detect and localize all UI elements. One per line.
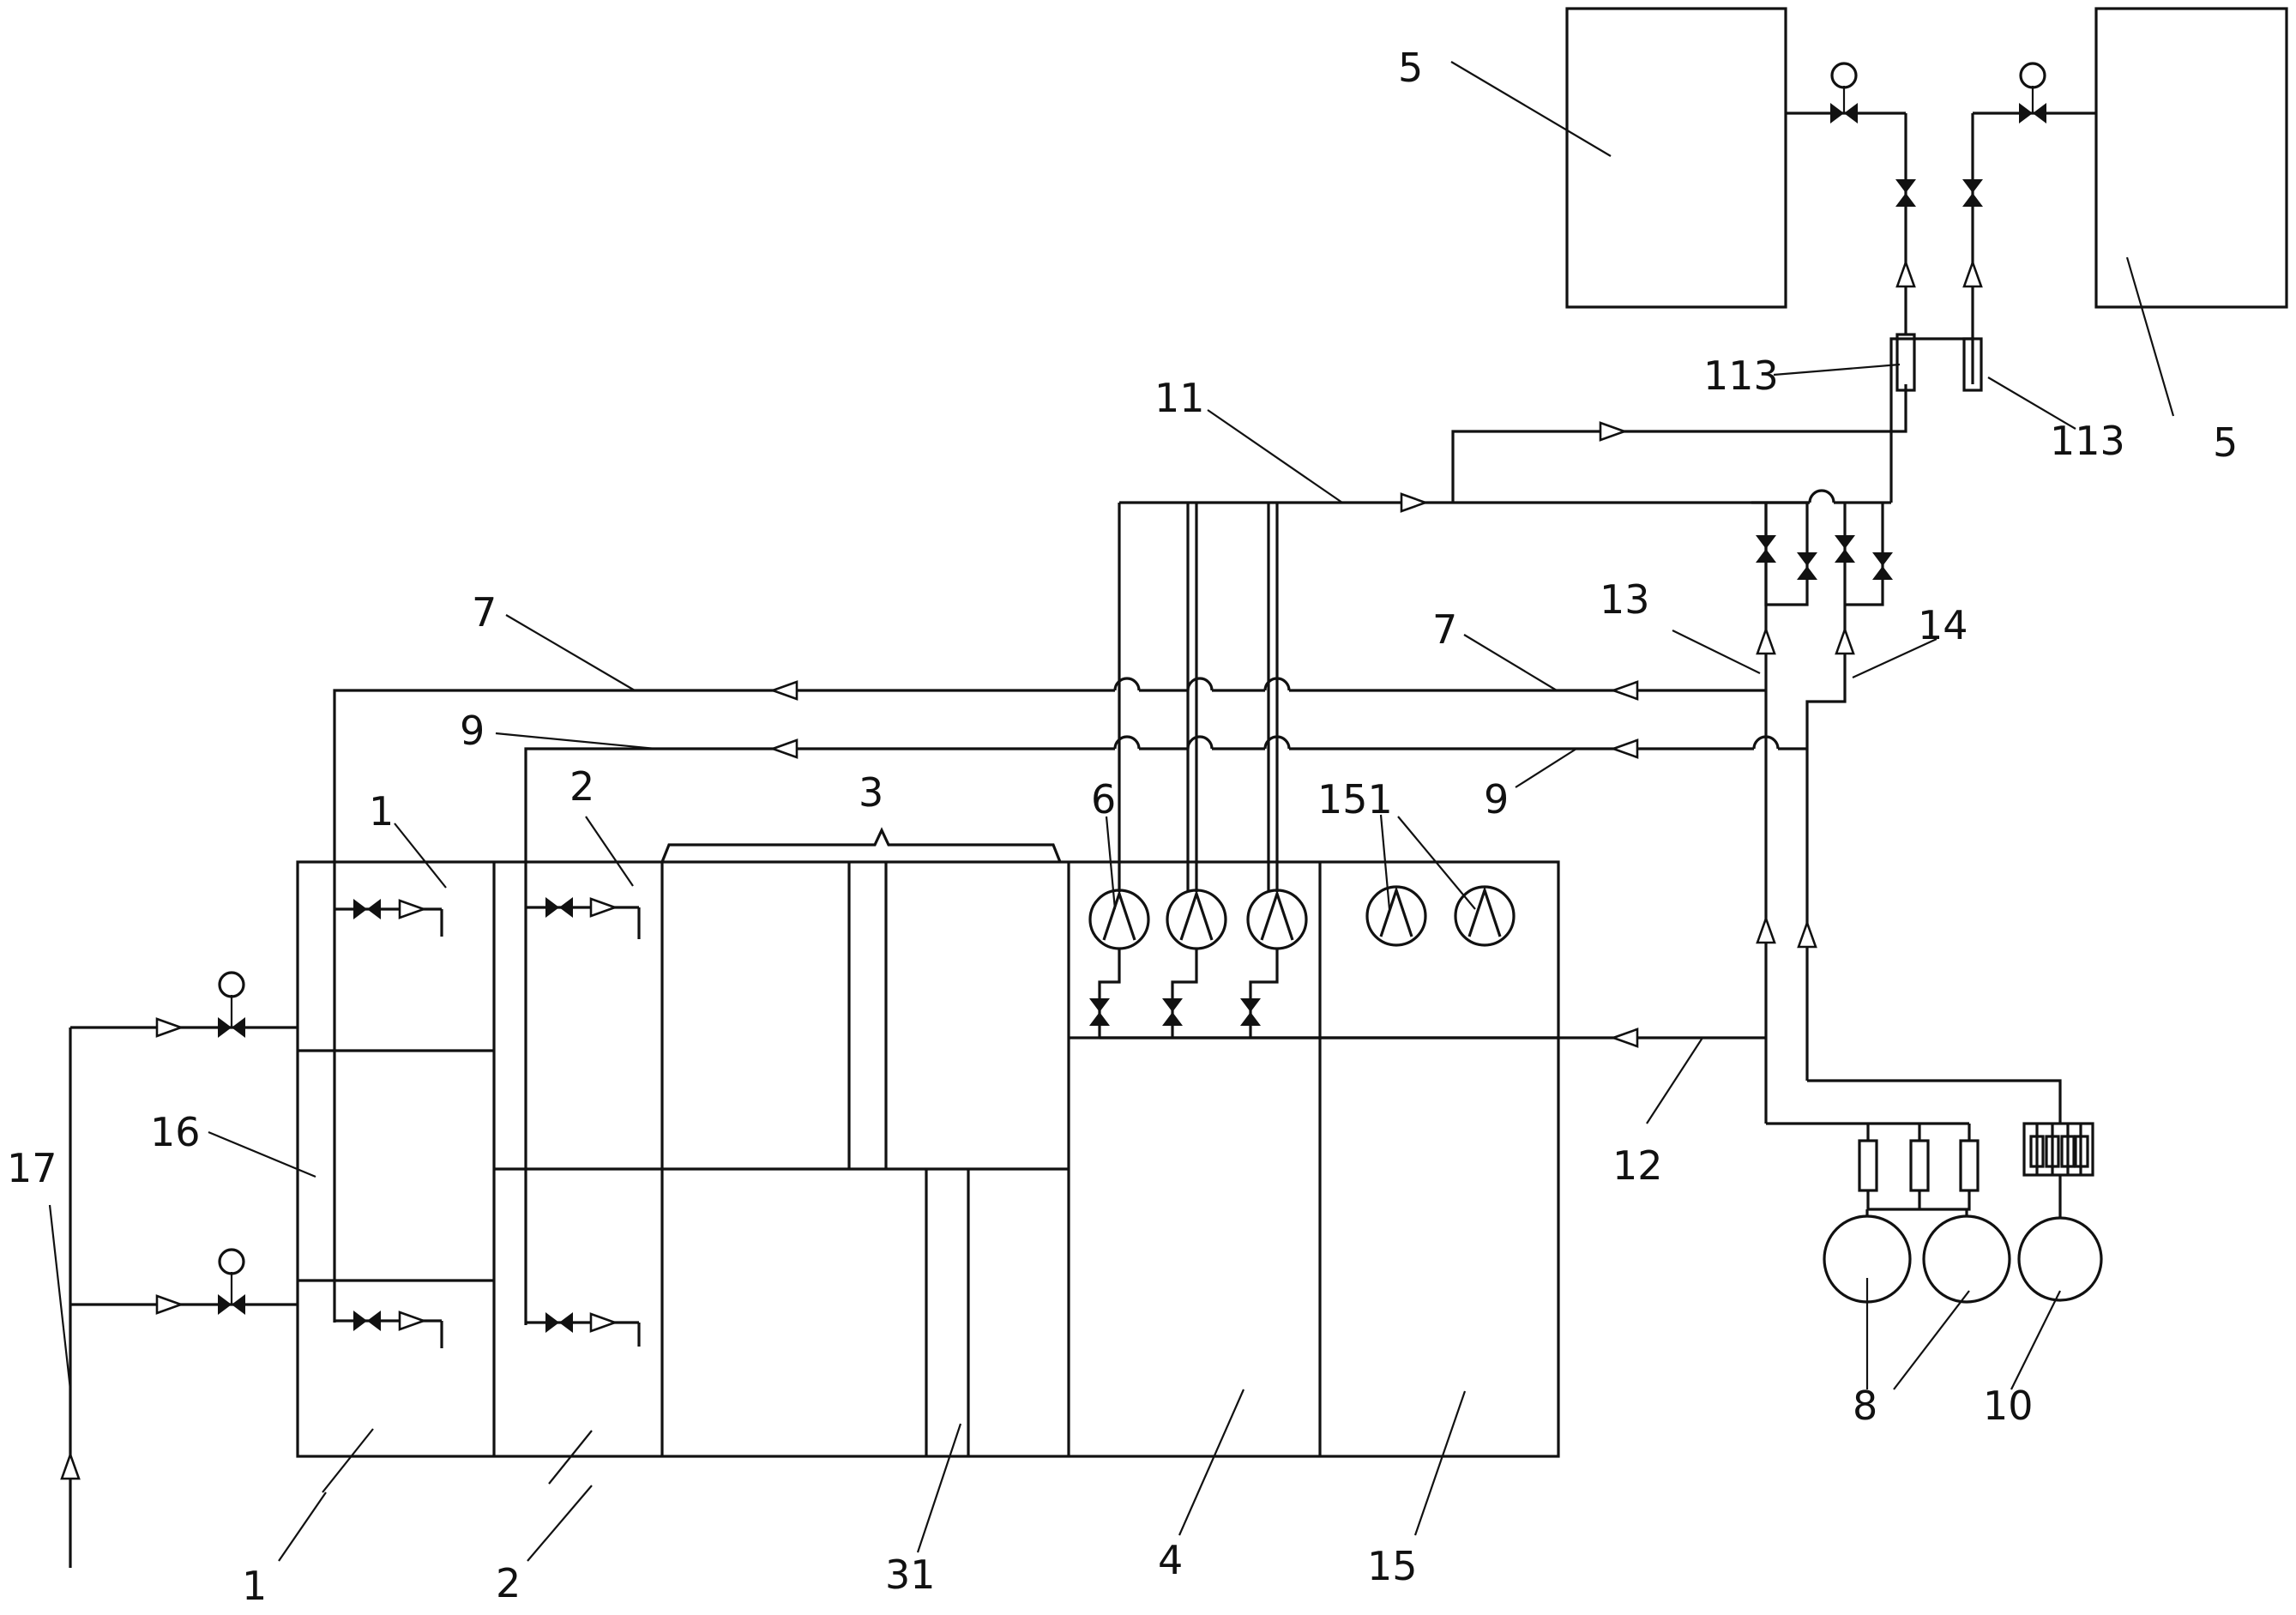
label-113-left: 113: [1703, 353, 1779, 399]
label-15: 15: [1367, 1543, 1418, 1589]
label-31: 31: [885, 1552, 936, 1598]
label-2-bottom: 2: [496, 1560, 521, 1606]
label-6: 6: [1091, 776, 1116, 823]
storage-tank-5-right: [2094, 7, 2288, 309]
dosing-unit-10: [1807, 1079, 2103, 1302]
label-9-left: 9: [460, 708, 485, 754]
label-17: 17: [7, 1145, 57, 1191]
part-labels: 5 5 113 113 11 7 7 9 9 13 14 1 2 3 6 151…: [7, 45, 2238, 1609]
inlet-line-17: [60, 971, 298, 1568]
main-tank: [296, 860, 1560, 1458]
feed-to-tank-5-right: [1962, 62, 2096, 392]
label-113-right: 113: [2050, 418, 2125, 464]
label-9-right: 9: [1484, 776, 1509, 823]
label-10: 10: [1983, 1383, 2034, 1429]
label-2-top: 2: [569, 763, 594, 810]
label-7-left: 7: [472, 589, 497, 636]
label-1-top: 1: [369, 788, 394, 835]
line-13: [1756, 503, 1817, 1124]
bracket-3: [660, 827, 1062, 863]
label-8: 8: [1853, 1383, 1877, 1429]
label-11: 11: [1154, 375, 1205, 421]
line-12: [1100, 1027, 1766, 1048]
label-12: 12: [1612, 1142, 1663, 1189]
distributor-chamber-1: [334, 899, 443, 1348]
pump-group-6: [1088, 503, 1308, 1038]
return-line-7: [333, 677, 1766, 1323]
compressors-8: [1766, 1122, 2011, 1304]
return-line-9: [524, 735, 1807, 1325]
label-151: 151: [1317, 776, 1393, 823]
leader-lines: [48, 61, 2175, 1562]
line-11: [1119, 337, 1974, 513]
label-14: 14: [1918, 602, 1968, 648]
label-5-left: 5: [1398, 45, 1423, 91]
storage-tank-5-left: [1565, 7, 1787, 309]
label-1-bottom: 1: [242, 1563, 267, 1609]
label-5-right: 5: [2213, 419, 2238, 466]
label-13: 13: [1600, 576, 1650, 623]
label-3: 3: [859, 769, 883, 816]
distributor-chamber-2: [526, 897, 641, 1347]
label-7-right: 7: [1432, 606, 1457, 653]
line-14: [1797, 503, 1893, 1081]
label-4: 4: [1158, 1537, 1183, 1583]
feed-to-tank-5-left: [1786, 62, 1916, 392]
label-16: 16: [150, 1109, 201, 1155]
